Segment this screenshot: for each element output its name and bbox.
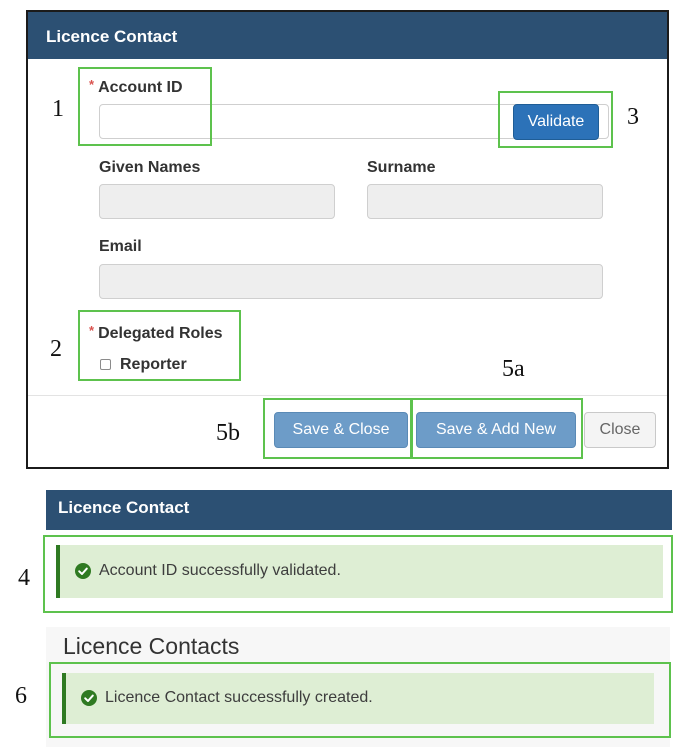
- marker-2: 2: [50, 336, 62, 362]
- validated-message: Account ID successfully validated.: [99, 562, 341, 579]
- given-names-label: Given Names: [99, 159, 201, 176]
- account-id-label: *Account ID: [89, 77, 183, 97]
- surname-label: Surname: [367, 159, 436, 176]
- validated-alert: Account ID successfully validated.: [56, 545, 663, 598]
- validate-button[interactable]: Validate: [513, 104, 599, 140]
- email-label: Email: [99, 238, 142, 255]
- modal-title: Licence Contact: [28, 12, 667, 59]
- reporter-label: Reporter: [120, 356, 187, 373]
- save-add-new-button[interactable]: Save & Add New: [416, 412, 576, 448]
- reporter-checkbox[interactable]: [100, 359, 111, 370]
- close-button[interactable]: Close: [584, 412, 656, 448]
- marker-1: 1: [52, 96, 64, 122]
- marker-5a: 5a: [502, 356, 525, 382]
- surname-field: [367, 184, 603, 219]
- marker-5b: 5b: [216, 420, 240, 446]
- validated-panel-title: Licence Contact: [46, 490, 672, 530]
- check-circle-icon: [75, 563, 91, 579]
- check-circle-icon: [81, 690, 97, 706]
- given-names-field: [99, 184, 335, 219]
- created-message: Licence Contact successfully created.: [105, 689, 373, 706]
- delegated-roles-label-text: Delegated Roles: [98, 325, 223, 342]
- account-id-label-text: Account ID: [98, 79, 183, 96]
- marker-6: 6: [15, 683, 27, 709]
- save-close-button[interactable]: Save & Close: [274, 412, 408, 448]
- required-mark: *: [89, 77, 95, 92]
- marker-4: 4: [18, 565, 30, 591]
- licence-contact-modal: Licence Contact *Account ID Validate Giv…: [26, 10, 669, 469]
- required-mark: *: [89, 323, 95, 338]
- footer-divider: [28, 395, 667, 396]
- email-field: [99, 264, 603, 299]
- contacts-title: Licence Contacts: [63, 633, 240, 659]
- delegated-roles-label: *Delegated Roles: [89, 323, 223, 343]
- marker-3: 3: [627, 104, 639, 130]
- created-alert: Licence Contact successfully created.: [62, 673, 654, 724]
